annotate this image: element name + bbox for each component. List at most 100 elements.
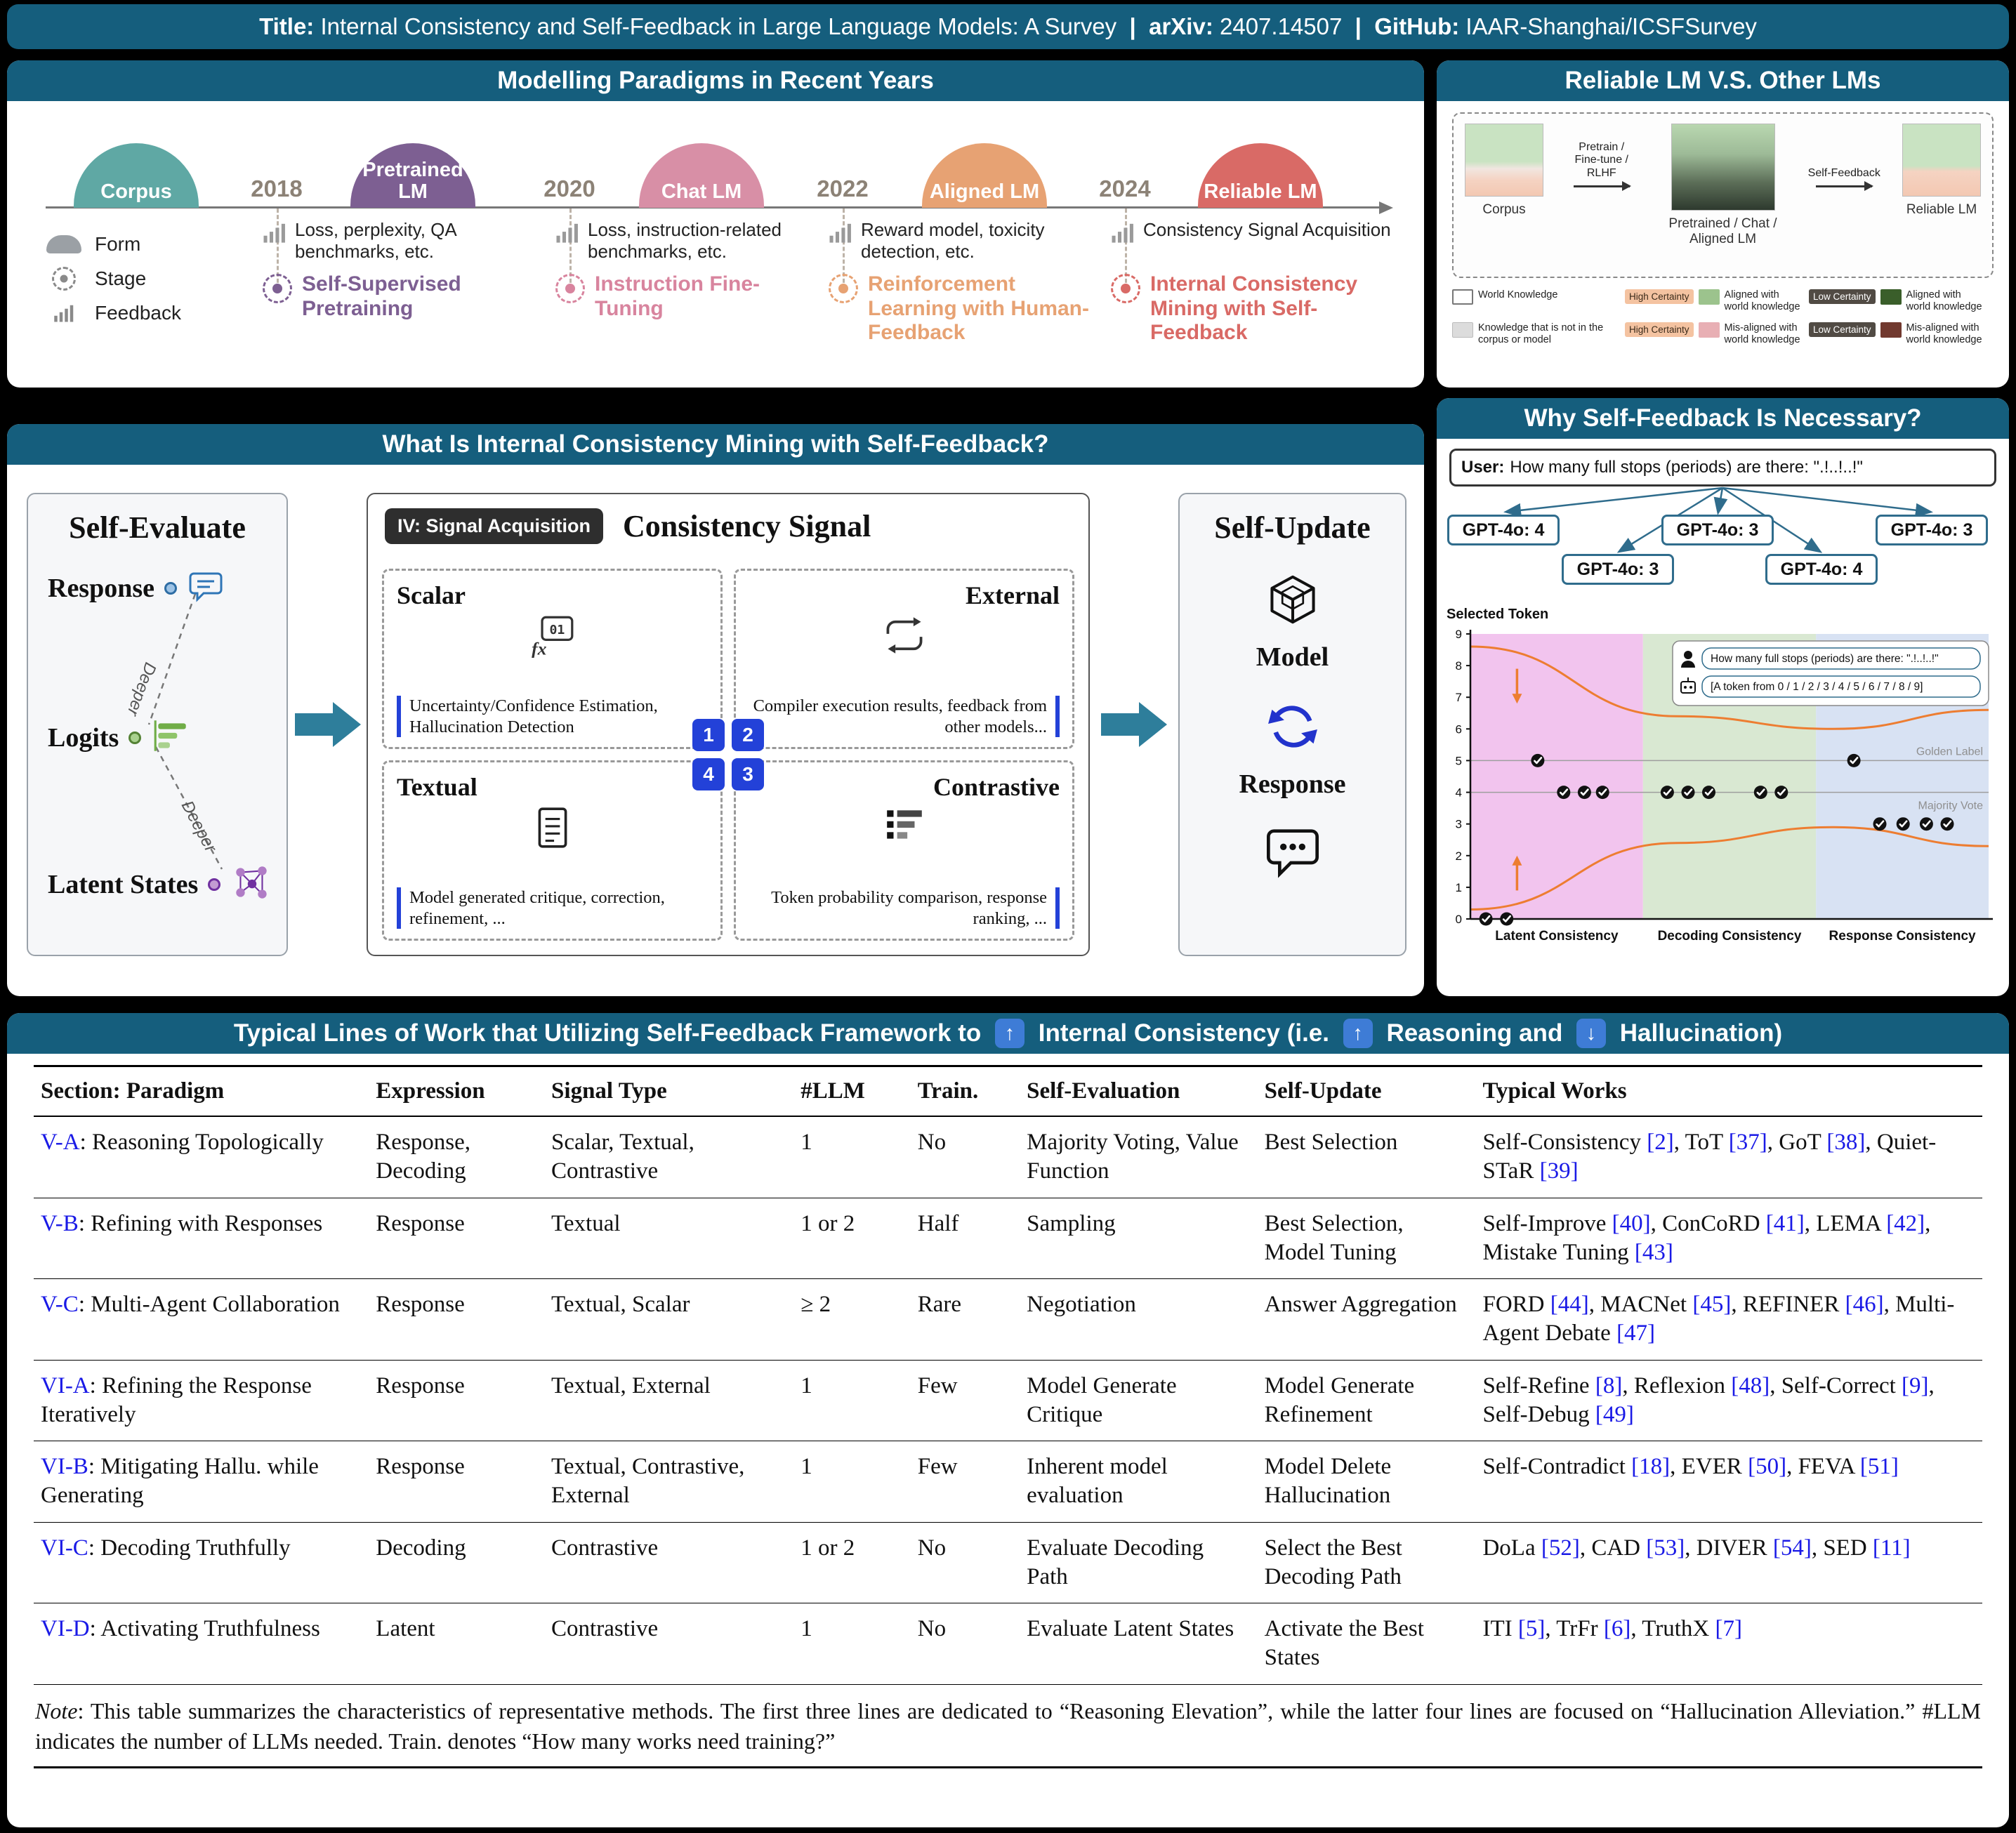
feedback-bars-icon <box>829 223 851 243</box>
llm-count-cell: 1 <box>793 1116 911 1198</box>
quadrant-desc: Token probability comparison, response r… <box>749 887 1060 929</box>
legend-label: Mis-aligned with world knowledge <box>1906 322 1982 346</box>
legend-swatch <box>1452 289 1473 305</box>
timeline-dashed-line <box>1125 209 1127 289</box>
legend-label: Form <box>95 233 141 255</box>
paradigm-arc-label: Chat LM <box>661 180 742 203</box>
consistency-signal-title: Consistency Signal <box>623 509 871 543</box>
column-header: Section: Paradigm <box>34 1066 369 1117</box>
signal-type-cell: Contrastive <box>544 1522 794 1603</box>
note-text: : This table summarizes the characterist… <box>35 1698 1981 1754</box>
quadrant-external: External Compiler execution results, fee… <box>734 569 1074 749</box>
ranking-icon <box>883 806 926 849</box>
paradigms-header: Modelling Paradigms in Recent Years <box>7 60 1424 101</box>
panel-why-self-feedback: Why Self-Feedback Is Necessary? User: Ho… <box>1437 398 2009 996</box>
signal-type-cell: Textual, Scalar <box>544 1278 794 1361</box>
citation-ref: [51] <box>1859 1454 1899 1479</box>
form-blob-icon <box>46 235 81 253</box>
self-evaluation-cell: Evaluate Decoding Path <box>1020 1522 1258 1603</box>
paradigm-arc: Reliable LM <box>1198 143 1323 208</box>
legend-label: Mis-aligned with world knowledge <box>1724 322 1800 346</box>
user-query-box: User: How many full stops (periods) are … <box>1449 449 1996 487</box>
quadrant-desc: Compiler execution results, feedback fro… <box>749 696 1060 737</box>
text-segment: IAAR-Shanghai/ICSFSurvey <box>1465 13 1757 39</box>
paradigm-cell: VI-B: Mitigating Hallu. while Generating <box>34 1441 369 1523</box>
signal-type-cell: Contrastive <box>544 1603 794 1685</box>
stage-circle-icon <box>829 274 858 303</box>
reliable-header: Reliable LM V.S. Other LMs <box>1437 60 2009 101</box>
svg-text:01: 01 <box>549 623 565 637</box>
stage-icon <box>46 267 82 291</box>
legend-item: Stage <box>46 267 181 291</box>
stage-name: Internal Consistency Mining with Self-Fe… <box>1150 272 1358 344</box>
text-segment: | <box>1116 13 1149 39</box>
paradigm-arc: Pretrained LM <box>350 143 475 208</box>
quadrant-textual: Textual Model generated critique, correc… <box>382 760 723 941</box>
llm-count-cell: 1 <box>793 1441 911 1523</box>
section-link: VI-D <box>41 1616 90 1641</box>
user-label: User: <box>1461 458 1505 477</box>
expression-cell: Response <box>369 1278 545 1361</box>
expression-cell: Latent <box>369 1603 545 1685</box>
train-cell: Rare <box>910 1278 1020 1361</box>
feedback-text: Reward model, toxicity detection, etc. <box>861 219 1045 263</box>
legend-swatch <box>1880 322 1902 338</box>
svg-text:0: 0 <box>1456 913 1462 926</box>
quadrant-contrastive: Contrastive Token probability comparison… <box>734 760 1074 941</box>
certainty-tag: Low Certainty <box>1809 289 1876 304</box>
lm-swatch <box>1671 124 1775 211</box>
form-icon <box>46 235 82 253</box>
legend-swatch <box>1452 322 1473 338</box>
llm-count-cell: 1 <box>793 1603 911 1685</box>
quadrant-desc: Uncertainty/Confidence Estimation, Hallu… <box>397 696 708 737</box>
feedback-bars-icon <box>1111 222 1135 247</box>
icsf-header: What Is Internal Consistency Mining with… <box>7 424 1424 465</box>
column-header: Signal Type <box>544 1066 794 1117</box>
signal-type-cell: Scalar, Textual, Contrastive <box>544 1116 794 1198</box>
self-evaluate-item-response: Response <box>48 567 225 609</box>
lm-stage-item: Corpus <box>1465 124 1543 218</box>
citation-ref: [52] <box>1541 1535 1580 1561</box>
signal-order-chip: 1 <box>692 719 725 751</box>
train-cell: Half <box>910 1198 1020 1279</box>
latent-dot <box>208 878 221 891</box>
response-label: Response <box>1239 769 1346 799</box>
citation-ref: [48] <box>1731 1372 1770 1398</box>
stage-circle-icon <box>263 274 292 303</box>
robot-icon <box>1680 677 1696 694</box>
stage-column: Loss, perplexity, QA benchmarks, etc.Sel… <box>263 219 529 321</box>
citation-ref: [53] <box>1646 1535 1685 1561</box>
transition-label: Pretrain / Fine-tune / RLHF <box>1574 140 1628 179</box>
stage-column: Reward model, toxicity detection, etc.Re… <box>829 219 1090 345</box>
section-link: V-B <box>41 1210 79 1236</box>
table-row: VI-B: Mitigating Hallu. while Generating… <box>34 1441 1982 1523</box>
why-body: User: How many full stops (periods) are … <box>1437 439 2009 996</box>
self-update-cell: Model Delete Hallucination <box>1257 1441 1476 1523</box>
transition-arrow: Self-Feedback <box>1807 139 1880 191</box>
timeline-year: 2024 <box>1099 176 1151 201</box>
svg-text:Deeper: Deeper <box>178 798 220 856</box>
signal-type-cell: Textual <box>544 1198 794 1279</box>
self-update-cell: Best Selection, Model Tuning <box>1257 1198 1476 1279</box>
text-segment: Title: <box>259 13 321 39</box>
paradigm-cell: V-B: Refining with Responses <box>34 1198 369 1279</box>
citation-ref: [5] <box>1517 1616 1546 1641</box>
text-segment: Typical Lines of Work that Utilizing Sel… <box>233 1019 988 1047</box>
text-segment: Reasoning and <box>1379 1019 1570 1047</box>
legend-item: Form <box>46 233 181 256</box>
consistency-signal-head: IV: Signal Acquisition Consistency Signa… <box>368 494 1088 548</box>
quadrant-title: Contrastive <box>933 773 1060 801</box>
svg-text:Response Consistency: Response Consistency <box>1829 929 1976 944</box>
refresh-cycle-icon <box>1263 696 1323 760</box>
section-link: VI-B <box>41 1454 88 1479</box>
section-link: V-C <box>41 1292 79 1317</box>
stage-row: Internal Consistency Mining with Self-Fe… <box>1111 272 1411 345</box>
